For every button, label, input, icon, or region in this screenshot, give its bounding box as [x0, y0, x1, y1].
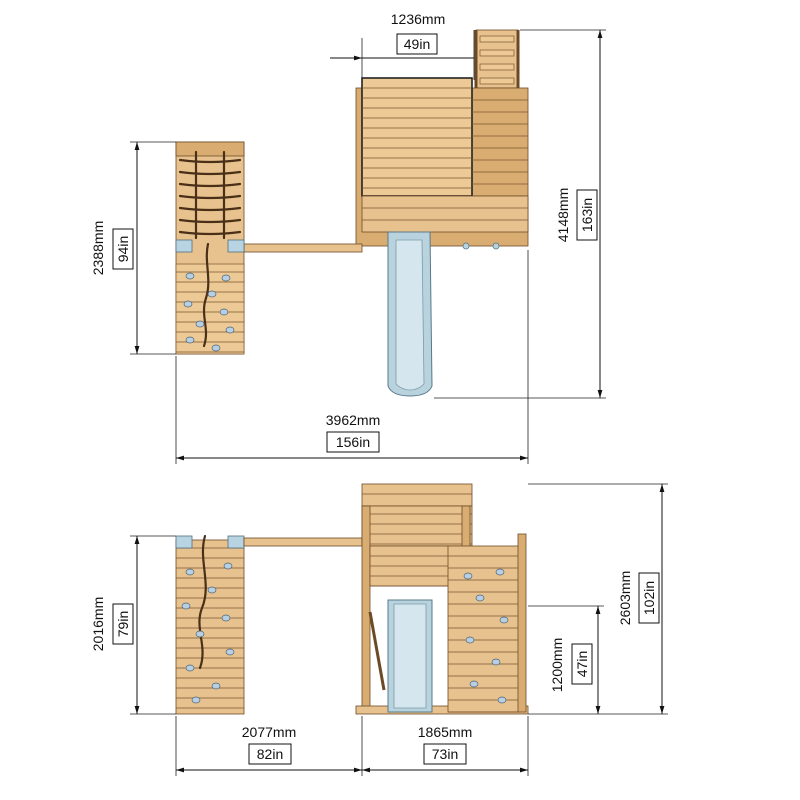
climbing-hold: [469, 680, 479, 688]
climbing-hold: [499, 616, 509, 624]
climbing-frame-top-view: [175, 141, 245, 355]
climbing-hold: [491, 658, 501, 666]
overall-width-in: 156in: [336, 434, 370, 450]
net-rung: [178, 194, 242, 200]
frame-depth-dimension: 2388mm 94in: [90, 141, 176, 355]
frame-depth-mm: 2388mm: [90, 221, 106, 275]
climbing-hold: [211, 682, 221, 690]
wall-height-in: 79in: [115, 611, 131, 637]
overall-height-dimension: 2603mm 102in: [528, 483, 668, 715]
climbing-hold: [191, 696, 201, 704]
climbing-hold: [475, 594, 485, 602]
overall-depth-dimension: 4148mm 163in: [434, 29, 606, 399]
overall-depth-mm: 4148mm: [555, 188, 571, 242]
overall-height-mm: 2603mm: [617, 571, 633, 625]
frame-depth-in: 94in: [115, 236, 131, 262]
net-rung: [178, 158, 242, 164]
climbing-hold: [497, 696, 507, 704]
climbing-hold: [195, 320, 205, 328]
connecting-beam-top: [243, 243, 363, 253]
climbing-hold: [183, 300, 193, 308]
wall-height-mm: 2016mm: [90, 597, 106, 651]
climbing-hold: [221, 274, 231, 282]
climbing-hold: [207, 290, 217, 298]
front-view: 2016mm 79in 1200mm 47in 2603mm 102in 20: [90, 483, 668, 776]
deck-height-dimension: 1200mm 47in: [528, 605, 604, 714]
span-width-dimension: 2077mm 82in: [175, 716, 363, 776]
net-rung: [178, 218, 242, 224]
climbing-hold: [185, 664, 195, 672]
climbing-wall-front-view: [175, 534, 245, 715]
climbing-hold: [185, 272, 195, 280]
climbing-hold: [185, 336, 195, 344]
overall-height-in: 102in: [641, 581, 657, 615]
net-rung: [178, 170, 242, 176]
climbing-hold: [211, 344, 221, 352]
roof-width-dimension: 1236mm 49in: [330, 11, 475, 80]
climbing-hold: [465, 636, 475, 644]
climbing-hold: [207, 586, 217, 594]
tower-width-in: 73in: [432, 746, 458, 762]
climbing-hold: [185, 568, 195, 576]
tower-width-mm: 1865mm: [418, 724, 472, 740]
net-rung: [178, 206, 242, 212]
tower-width-dimension: 1865mm 73in: [362, 716, 529, 776]
connecting-beam-front: [243, 537, 363, 547]
roof-width-in: 49in: [404, 36, 430, 52]
tower-front-view: [355, 483, 529, 715]
net-rung: [178, 182, 242, 188]
net-rung: [178, 230, 242, 236]
slide-front-view: [387, 599, 433, 713]
climbing-hold: [223, 562, 233, 570]
top-view: 1236mm 49in: [90, 11, 606, 464]
slide-top-view: [387, 231, 433, 397]
overall-width-dimension: 3962mm 156in: [175, 250, 529, 464]
climbing-hold: [463, 572, 473, 580]
climbing-hold: [225, 326, 235, 334]
span-width-mm: 2077mm: [242, 724, 296, 740]
climbing-hold: [219, 308, 229, 316]
wall-height-dimension: 2016mm 79in: [90, 535, 176, 715]
roof-width-mm: 1236mm: [391, 11, 445, 27]
span-width-in: 82in: [257, 746, 283, 762]
climbing-hold: [225, 648, 235, 656]
tower-roof: [355, 77, 529, 250]
climbing-hold: [181, 602, 191, 610]
climbing-hold: [221, 614, 231, 622]
ladder-panel-front: [447, 533, 527, 713]
overall-depth-in: 163in: [579, 198, 595, 232]
tower-ladder-top: [474, 29, 520, 89]
deck-height-mm: 1200mm: [549, 638, 565, 692]
overall-width-mm: 3962mm: [326, 412, 380, 428]
deck-height-in: 47in: [574, 651, 590, 677]
climbing-hold: [495, 568, 505, 576]
climbing-hold: [195, 630, 205, 638]
